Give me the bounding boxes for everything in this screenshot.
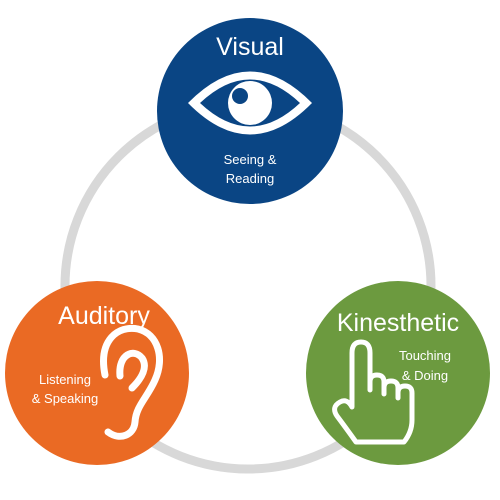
auditory-description-line1: Listening [39,372,91,387]
kinesthetic-description-line2: & Doing [402,368,448,383]
node-visual: Visual Seeing & Reading [157,18,343,204]
kinesthetic-description-line1: Touching [399,348,451,363]
visual-title: Visual [216,33,284,61]
ear-icon [100,324,163,440]
visual-description-line1: Seeing & [224,152,277,167]
eye-icon [188,71,312,135]
kinesthetic-title: Kinesthetic [337,309,459,337]
kinesthetic-circle [306,281,490,465]
pointing-hand-icon [332,339,415,445]
auditory-description-line2: & Speaking [32,391,99,406]
node-auditory: Auditory Listening & Speaking [5,281,189,465]
visual-description-line2: Reading [226,171,274,186]
node-kinesthetic: Kinesthetic Touching & Doing [306,281,490,465]
